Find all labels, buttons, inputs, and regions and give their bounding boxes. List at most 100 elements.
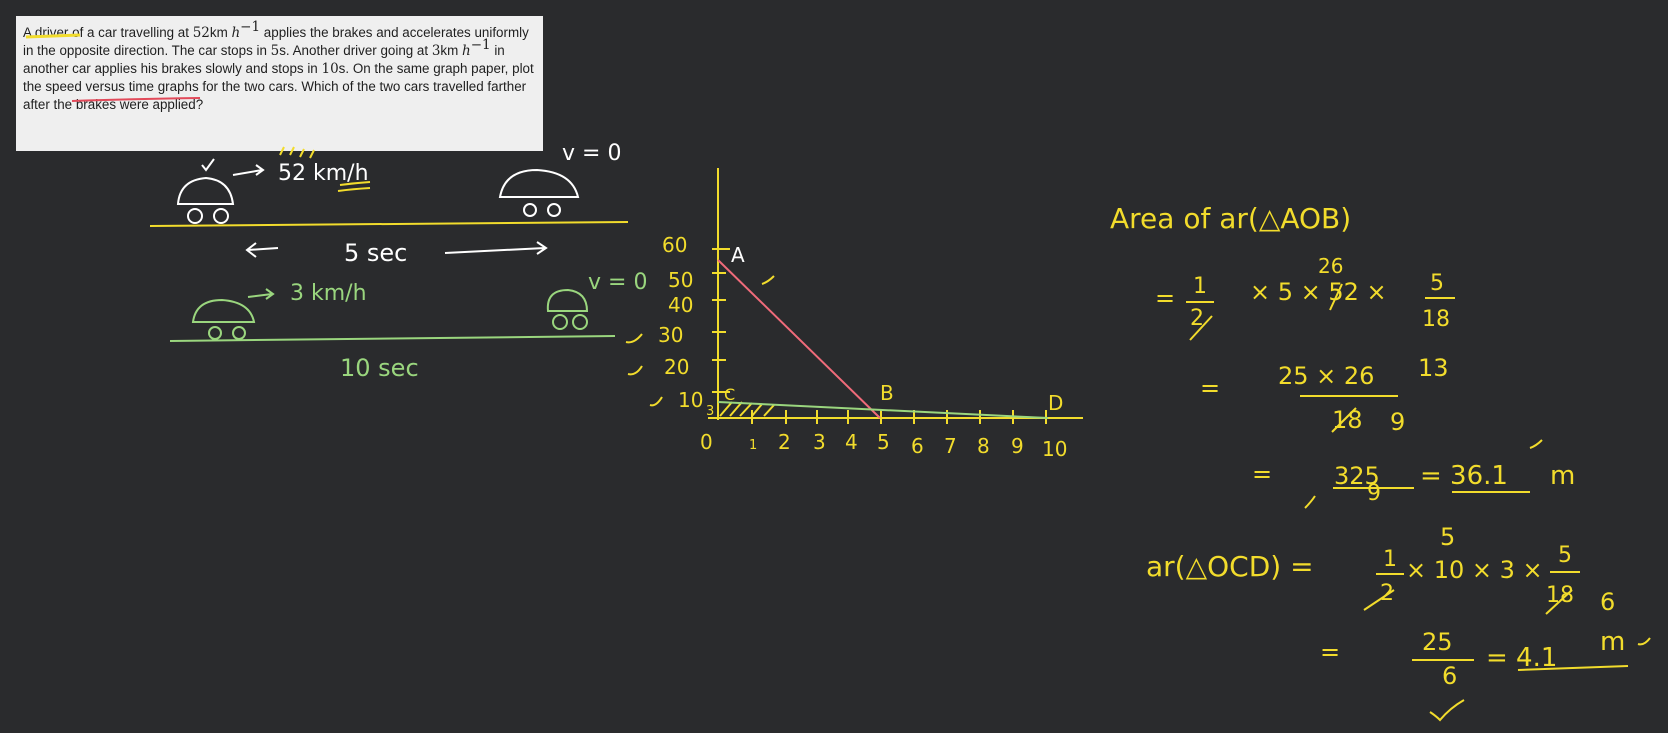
checkmark-icon bbox=[1304, 495, 1316, 509]
fraction-numerator: 25 × 26 bbox=[1278, 362, 1374, 390]
car2-wheel-icon bbox=[552, 314, 568, 330]
fraction-denominator: 9 bbox=[1367, 481, 1381, 506]
calc-expression: × 5 × 52 × bbox=[1250, 278, 1387, 306]
car1-body-icon bbox=[498, 168, 580, 198]
question-speed-1: 52 bbox=[192, 25, 210, 41]
equals-sign: = bbox=[1200, 374, 1220, 402]
road-line-car1 bbox=[149, 221, 629, 227]
checkmark-icon bbox=[1529, 439, 1543, 449]
question-h-1: h bbox=[231, 25, 241, 41]
car1-body-icon bbox=[176, 176, 235, 205]
x-tick-label: 9 bbox=[1011, 434, 1024, 458]
car2-body-icon bbox=[546, 288, 589, 312]
x-tick-label: 10 bbox=[1042, 437, 1067, 461]
x-tick-label: 2 bbox=[778, 430, 791, 454]
calc-unit: m bbox=[1550, 461, 1575, 491]
hatched-area bbox=[719, 401, 775, 417]
point-d-label: D bbox=[1048, 391, 1063, 415]
question-exp-1: −1 bbox=[240, 19, 261, 35]
checkmark-icon bbox=[625, 333, 643, 344]
calc-expression: × 10 × 3 × bbox=[1406, 556, 1543, 584]
area-heading: Area of ar(△AOB) bbox=[1110, 202, 1351, 235]
question-sec-1: s bbox=[279, 43, 286, 58]
cancel-note: 26 bbox=[1318, 254, 1343, 278]
point-b-label: B bbox=[880, 381, 894, 405]
road-line-car2 bbox=[169, 335, 616, 342]
checkmark-icon bbox=[627, 365, 643, 376]
x-tick-label: 1 bbox=[749, 438, 757, 453]
car1-wheel-icon bbox=[187, 208, 203, 224]
checkmark-icon bbox=[1429, 699, 1465, 722]
highlight-underline bbox=[337, 181, 371, 192]
car2-sketch bbox=[191, 288, 589, 340]
checkmark-icon bbox=[649, 396, 663, 407]
y-tick-label: 10 bbox=[678, 388, 703, 412]
fraction-numerator: 1 bbox=[1193, 274, 1207, 299]
highlight-underline bbox=[25, 33, 81, 39]
question-sec-2: s bbox=[338, 61, 346, 76]
cancel-stroke bbox=[1545, 589, 1573, 615]
question-text-3: . Another driver going at bbox=[285, 43, 432, 58]
cancel-stroke bbox=[1331, 407, 1357, 433]
car1-sketch bbox=[176, 158, 265, 224]
question-unit-1: km bbox=[209, 25, 232, 40]
hatch-line bbox=[719, 401, 733, 417]
hatch-line bbox=[763, 404, 775, 417]
car1-wheel-icon bbox=[523, 203, 537, 217]
car1-speed-line bbox=[717, 259, 881, 419]
x-tick-label: 3 bbox=[813, 430, 826, 454]
fraction-denominator: 2 bbox=[1190, 306, 1204, 331]
checkmark-icon bbox=[201, 158, 215, 172]
car2-body-icon bbox=[191, 298, 256, 323]
tick-marks bbox=[279, 146, 315, 159]
fraction-denominator: 18 bbox=[1422, 307, 1450, 332]
fraction-numerator: 5 bbox=[1430, 271, 1444, 296]
question-speed-2: 3 bbox=[431, 43, 441, 59]
x-tick-label: 8 bbox=[977, 434, 990, 458]
x-tick-label: 6 bbox=[911, 434, 924, 458]
question-time-2: 10 bbox=[321, 61, 339, 77]
question-text-2: applies the brakes and accelerates unifo… bbox=[23, 25, 529, 58]
calc-unit: m bbox=[1600, 627, 1625, 657]
fraction-numerator: 25 bbox=[1422, 628, 1453, 656]
checkmark-icon bbox=[1637, 637, 1651, 646]
fraction-numerator: 325 bbox=[1334, 462, 1380, 490]
checkmark-icon bbox=[761, 275, 775, 285]
car2-speed-line bbox=[717, 401, 1049, 419]
area-calculation: Area of ar(△AOB) = 1 2 × 5 × 52 × 26 5 1… bbox=[1110, 202, 1651, 722]
fraction-numerator: 1 bbox=[1383, 547, 1397, 572]
y-label-checks bbox=[625, 275, 775, 407]
x-tick-labels: 0 1 2 3 4 5 6 7 8 9 10 bbox=[700, 430, 1067, 461]
car1-time-label: 5 sec bbox=[344, 239, 407, 267]
calc-result: = 36.1 bbox=[1420, 461, 1508, 491]
cancel-stroke bbox=[1329, 283, 1343, 311]
cancel-note: 5 bbox=[1440, 523, 1455, 551]
x-tick-label: 0 bbox=[700, 430, 713, 454]
cancel-stroke bbox=[1363, 589, 1395, 611]
question-h-2: h bbox=[462, 43, 471, 59]
car1-wheel-icon bbox=[547, 203, 561, 217]
y-tick-label: 50 bbox=[668, 268, 693, 292]
car2-speed-label: 3 km/h bbox=[290, 281, 367, 306]
arrow-right-icon bbox=[232, 164, 265, 176]
equals-sign: = bbox=[1155, 284, 1175, 312]
hatch-line bbox=[751, 403, 763, 417]
equals-sign: = bbox=[1252, 460, 1272, 488]
car2-wheel-icon bbox=[208, 326, 222, 340]
y-tick-labels: 60 50 40 30 20 10 3 bbox=[658, 233, 714, 419]
question-time-1: 5 bbox=[270, 43, 280, 59]
point-a-label: A bbox=[731, 243, 745, 267]
hatch-line bbox=[729, 401, 743, 417]
cancel-note: 6 bbox=[1600, 588, 1615, 616]
y-tick-label: 3 bbox=[706, 404, 714, 419]
equals-sign: = bbox=[1320, 638, 1340, 666]
fraction-denominator: 18 bbox=[1332, 406, 1363, 434]
x-tick-label: 4 bbox=[845, 430, 858, 454]
car1-final-velocity: v = 0 bbox=[562, 141, 621, 166]
car2-final-velocity: v = 0 bbox=[588, 270, 647, 295]
y-tick-label: 30 bbox=[658, 323, 683, 347]
cancel-note: 13 bbox=[1418, 354, 1449, 382]
hatch-line bbox=[739, 402, 753, 417]
point-c-label: C bbox=[724, 385, 735, 404]
fraction-denominator: 6 bbox=[1442, 662, 1457, 690]
